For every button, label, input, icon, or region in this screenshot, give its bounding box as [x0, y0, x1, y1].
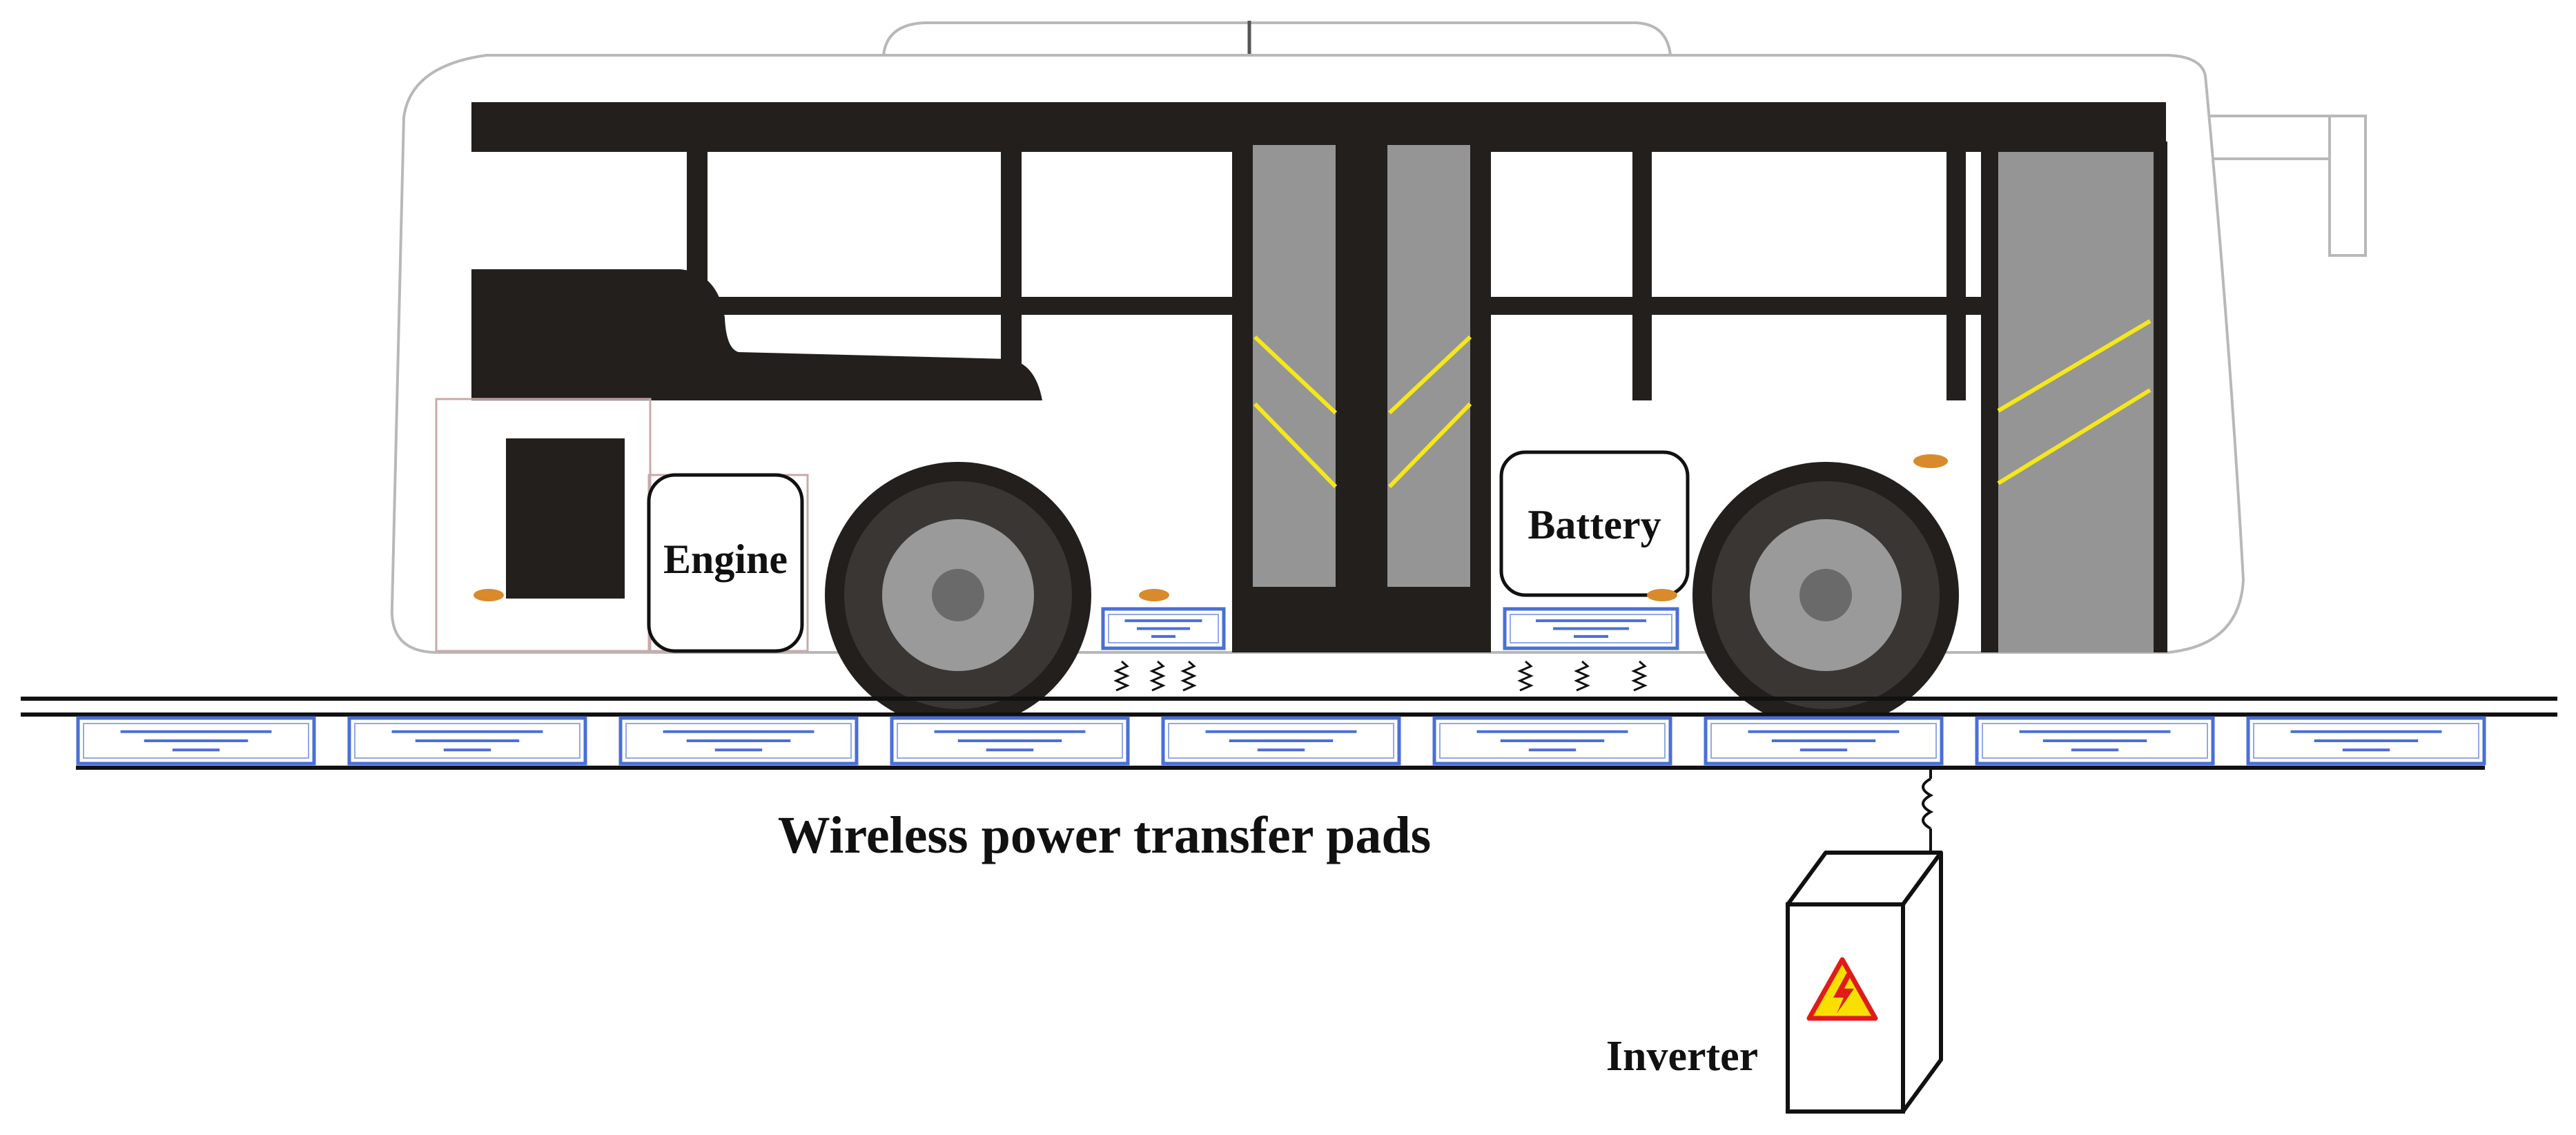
- rear-wheel: [1692, 462, 1959, 728]
- road-surface: [21, 697, 2557, 770]
- bus-receiver-pads: [1101, 607, 1679, 650]
- wireless-pad: [1161, 716, 1401, 766]
- energy-wave: [1517, 660, 1534, 692]
- coil-connector-icon: [1922, 768, 1934, 853]
- inverter-cabinet: [1786, 768, 1943, 1114]
- window-rail-mid: [704, 297, 1232, 315]
- battery-box: Battery: [1499, 450, 1690, 597]
- window-pillar: [1001, 145, 1022, 373]
- wireless-pad: [2246, 716, 2486, 766]
- bus: Engine Battery: [390, 21, 2367, 728]
- wireless-pad: [1704, 716, 1944, 766]
- indicator-light: [1139, 589, 1169, 601]
- wireless-pad: [76, 716, 316, 766]
- wireless-pad: [1432, 716, 1672, 766]
- battery-label: Battery: [1528, 502, 1661, 547]
- wireless-pad: [347, 716, 587, 766]
- energy-wave: [1180, 660, 1197, 692]
- window-pillar: [1632, 145, 1652, 400]
- engine-label: Engine: [663, 536, 788, 582]
- wireless-pad: [890, 716, 1130, 766]
- engine-box: Engine: [647, 473, 804, 653]
- energy-wave: [1149, 660, 1166, 692]
- wireless-pad: [1101, 607, 1226, 650]
- indicator-light: [1913, 454, 1948, 468]
- inverter-label: Inverter: [1606, 1033, 1758, 1080]
- road-transmitter-pads: [76, 716, 2486, 766]
- driver-silhouette: [471, 269, 1042, 400]
- window-pillar: [1946, 145, 1966, 400]
- wireless-pad: [1975, 716, 2215, 766]
- center-doors: [1232, 142, 1491, 652]
- energy-wave: [1574, 660, 1590, 692]
- front-door-window: [506, 438, 625, 599]
- high-voltage-warning-icon: [1806, 957, 1878, 1021]
- indicator-light: [474, 589, 504, 601]
- bus-roof-unit: [881, 21, 1672, 57]
- window-rail-mid-right: [1491, 297, 1981, 315]
- energy-wave: [1631, 660, 1648, 692]
- rear-door: [1981, 142, 2167, 652]
- indicator-light: [1647, 589, 1677, 601]
- energy-transfer-waves: [1113, 660, 1648, 692]
- front-wheel: [825, 462, 1091, 728]
- wireless-pad: [1503, 607, 1679, 650]
- pads-caption: Wireless power transfer pads: [778, 806, 1431, 864]
- wireless-pad: [618, 716, 859, 766]
- energy-wave: [1113, 660, 1130, 692]
